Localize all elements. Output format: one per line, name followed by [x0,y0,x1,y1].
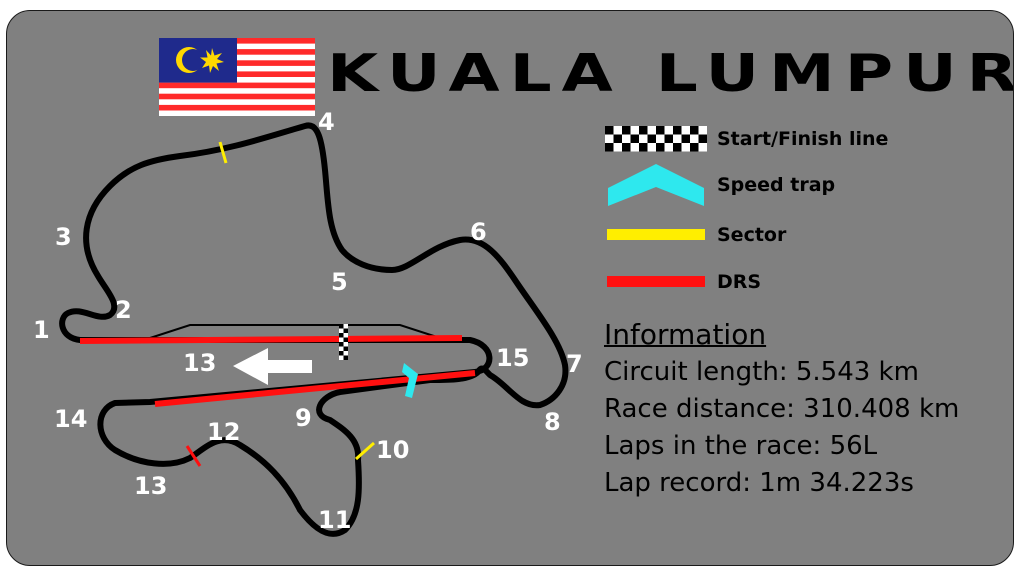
legend-label: Start/Finish line [717,128,889,150]
start-finish-line [339,324,348,360]
legend-label: Sector [717,224,787,246]
legend-label: Speed trap [717,174,836,196]
race-distance: Race distance: 310.408 km [604,394,960,424]
turn-label: 13 [183,349,216,377]
turn-label: 8 [544,408,561,436]
turn-label: 2 [115,296,132,324]
legend-label: DRS [717,271,762,293]
turn-label: 12 [207,418,240,446]
direction-arrow-icon [233,348,312,385]
drs-zone-back-straight [154,370,476,407]
turn-label: 15 [496,344,529,372]
sector-marker-2 [355,441,375,461]
drs-line-icon [607,276,705,287]
lap-record: Lap record: 1m 34.223s [604,468,914,498]
turn-label: 9 [295,404,312,432]
turn-label: 14 [54,405,87,433]
legend: Start/Finish line Speed trap Sector DRS [605,124,965,304]
laps-in-race: Laps in the race: 56L [604,431,878,461]
turn-label: 4 [318,108,335,136]
information-panel: Information Circuit length: 5.543 km Rac… [604,316,1004,502]
turn-label: 1 [33,316,50,344]
circuit-card: KUALA LUMPUR Start/Finish line Speed tra… [6,10,1014,566]
circuit-length: Circuit length: 5.543 km [604,357,919,387]
sector-line-icon [607,229,705,240]
turn-label: 10 [376,436,409,464]
sector-marker-1 [218,141,228,164]
circuit-title: KUALA LUMPUR [327,43,1014,104]
pit-lane [149,324,441,339]
speed-trap-marker [402,363,418,398]
malaysia-flag-icon [159,38,315,116]
drs-detection-marker [185,445,202,467]
track-outline [59,122,569,537]
information-heading: Information [604,318,767,351]
speed-trap-icon [608,164,704,206]
turn-label: 6 [470,218,487,246]
turn-label: 11 [318,506,351,534]
turn-label: 3 [55,223,72,251]
turn-label: 5 [331,268,348,296]
checkered-flag-icon [605,126,707,152]
drs-zone-main-straight [79,335,463,344]
turn-label: 13 [134,472,167,500]
turn-label: 7 [566,350,583,378]
